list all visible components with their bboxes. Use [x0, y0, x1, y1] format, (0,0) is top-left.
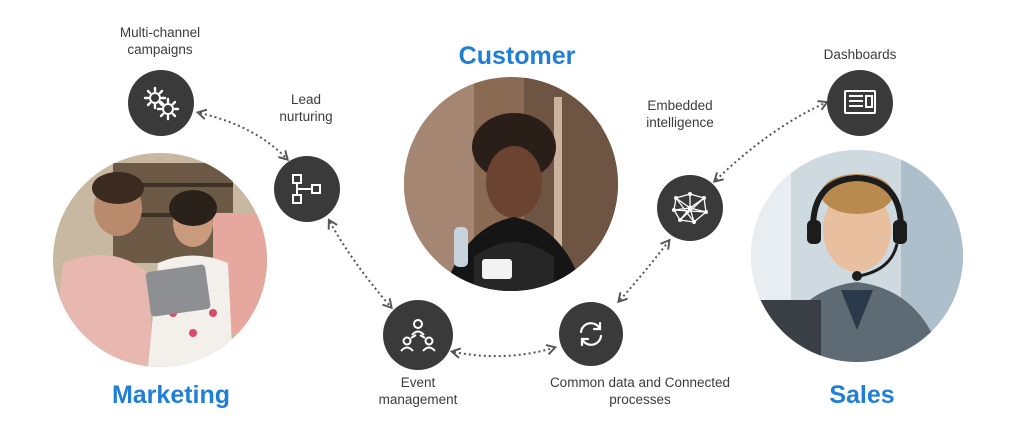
- gears-icon: [143, 86, 180, 121]
- connector-embedded-dashboards: [712, 100, 829, 184]
- people-network-icon: [400, 319, 436, 352]
- multichannel-campaigns-node: [128, 70, 194, 136]
- caption-dashboards: Dashboards: [823, 47, 897, 62]
- title-sales: Sales: [829, 381, 895, 409]
- title-marketing: Marketing: [111, 381, 231, 409]
- embedded-intelligence-node: [657, 175, 723, 241]
- connector-multichannel-lead: [195, 108, 290, 162]
- sync-icon: [579, 321, 603, 347]
- event-management-node: [383, 300, 453, 370]
- connector-common-embedded: [617, 238, 671, 304]
- customer-photo: [404, 77, 618, 291]
- network-mesh-icon: [672, 192, 708, 224]
- flowchart-icon: [292, 174, 321, 204]
- common-data-node: [559, 302, 623, 366]
- caption-multichannel-campaigns: Multi-channel campaigns: [119, 25, 201, 57]
- connector-lead-event: [327, 218, 393, 310]
- caption-common-data: Common data and Connected processes: [549, 375, 731, 407]
- sales-photo: [751, 150, 963, 362]
- caption-lead-nurturing: Lead nurturing: [279, 92, 333, 124]
- lead-nurturing-node: [274, 156, 340, 222]
- caption-embedded-intelligence: Embedded intelligence: [646, 98, 714, 130]
- title-customer: Customer: [458, 42, 576, 70]
- dashboard-icon: [844, 90, 876, 114]
- dashboards-node: [827, 70, 893, 136]
- marketing-photo: [53, 153, 267, 367]
- connector-event-common: [449, 344, 558, 359]
- caption-event-management: Event management: [378, 375, 458, 407]
